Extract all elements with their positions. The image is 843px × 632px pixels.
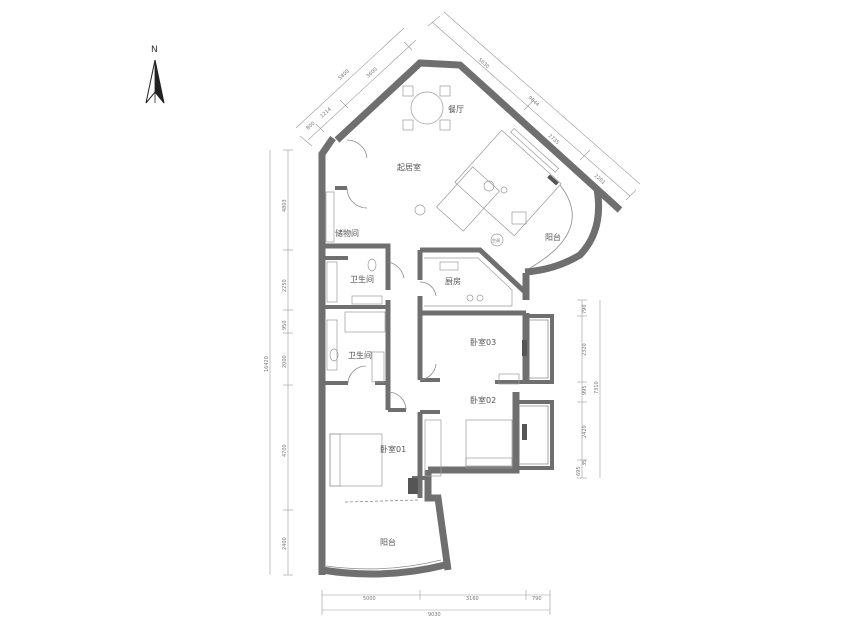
room-label-balcony-south: 阳台 [380, 537, 396, 547]
living-sofa [414, 129, 562, 237]
exterior-walls [318, 59, 623, 578]
bath2-fixtures [326, 311, 386, 383]
dim-top-left-3: 5800 [337, 69, 350, 82]
radiator-03 [522, 340, 527, 356]
window-mark [547, 174, 559, 186]
storage-shelf [325, 191, 335, 243]
dim-right-4: 35 [582, 460, 588, 466]
bay-window-bedroom03 [526, 314, 554, 384]
room-label-bath1: 卫生间 [350, 274, 374, 284]
ac-unit [490, 233, 504, 247]
dim-left-1: 2250 [282, 279, 288, 292]
dim-right-0: 790 [582, 304, 588, 314]
wardrobe-01 [424, 419, 442, 477]
dim-top-left-0: 800 [305, 121, 316, 132]
room-label-bath2: 卫生间 [348, 350, 372, 360]
bed-bedroom02 [465, 419, 513, 469]
dimension-left [269, 149, 293, 576]
dim-right-total: 7310 [594, 381, 600, 394]
bed-bedroom01 [329, 433, 383, 487]
north-label: N [151, 45, 158, 55]
dim-bottom-total: 9030 [428, 612, 441, 618]
dim-bottom-0: 5000 [363, 596, 376, 602]
dim-bottom-1: 3160 [466, 596, 479, 602]
dim-left-2: 950 [282, 320, 288, 330]
dim-right-2: 995 [582, 385, 588, 395]
bath1-fixtures [326, 258, 383, 305]
ac-label: 空调 [492, 237, 500, 243]
dim-right-1: 2320 [582, 343, 588, 356]
dim-left-3: 2000 [282, 355, 288, 368]
dimension-right [577, 299, 601, 479]
dim-bottom-2: 790 [532, 596, 542, 602]
room-label-bedroom02: 卧室02 [470, 395, 496, 405]
room-label-bedroom01: 卧室01 [380, 444, 406, 454]
room-label-living: 起居室 [397, 162, 421, 172]
room-label-bedroom03: 卧室03 [470, 337, 496, 347]
room-label-dining: 餐厅 [448, 105, 464, 114]
room-label-storage: 储物间 [335, 228, 359, 238]
balcony-rail-south [325, 559, 442, 570]
dim-top-left-1: 1214 [319, 107, 332, 120]
radiator-02 [522, 424, 527, 440]
tv-unit [510, 127, 560, 173]
dim-left-0: 4803 [282, 199, 288, 212]
door-swings [346, 139, 437, 411]
bay-window-bedroom02 [516, 400, 554, 470]
dim-top-right-1: 9844 [527, 95, 540, 108]
dim-top-right-0: 5630 [477, 57, 490, 70]
radiator-01 [408, 478, 418, 494]
dim-left-4: 4700 [282, 444, 288, 457]
room-label-balcony-east: 阳台 [545, 232, 561, 242]
dimension-top-right [427, 11, 641, 201]
sliding-door [344, 499, 419, 503]
north-arrow-icon [145, 59, 165, 104]
dim-left-5: 2400 [282, 537, 288, 550]
dim-right-3: 2420 [582, 425, 588, 438]
dimension-bottom [321, 590, 551, 615]
wardrobe-divider [498, 373, 520, 385]
dim-right-5: 695 [576, 466, 582, 476]
dimension-top-left [295, 27, 417, 147]
dining-table [402, 85, 451, 131]
dim-left-total: 16420 [264, 356, 270, 372]
kitchen-counters [424, 257, 513, 307]
room-label-kitchen: 厨房 [445, 276, 461, 286]
dim-top-left-2: 3600 [365, 67, 378, 80]
balcony-rail-east [529, 184, 573, 269]
